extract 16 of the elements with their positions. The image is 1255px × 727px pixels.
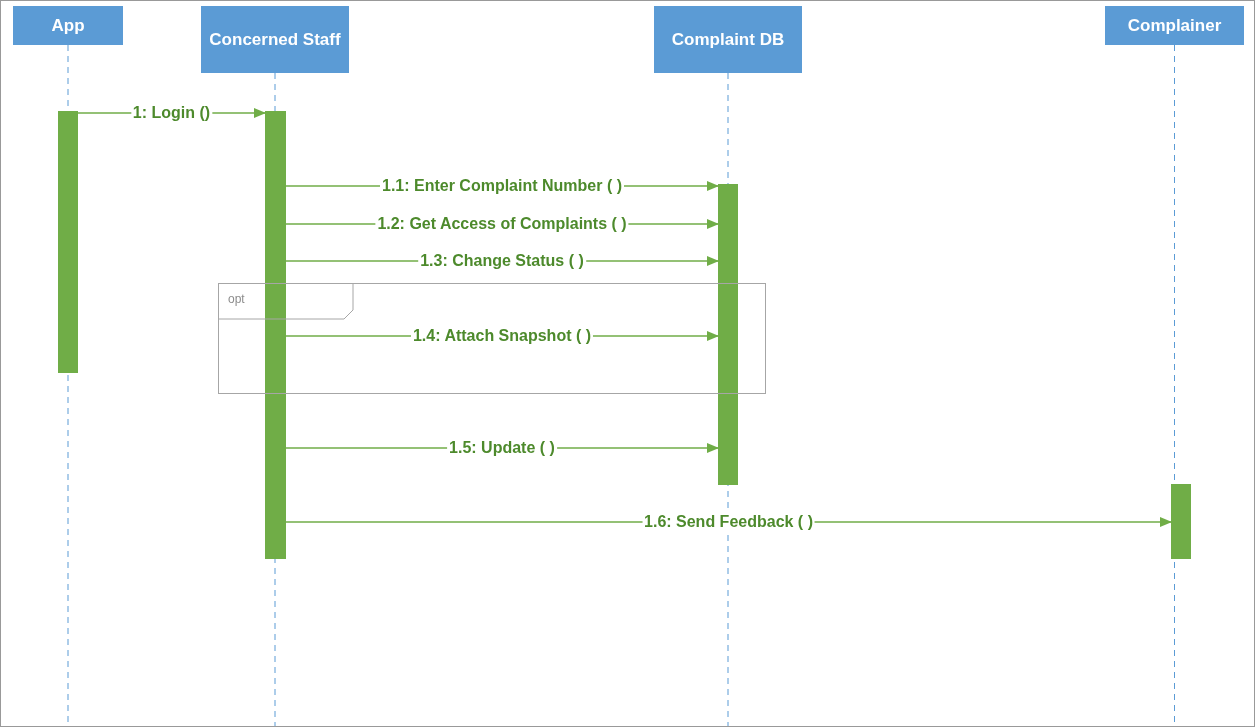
- participant-box: Concerned Staff: [201, 6, 349, 73]
- edge-label: 1.3: Change Status ( ): [418, 252, 586, 270]
- participant-box: App: [13, 6, 123, 45]
- edge-label: 1.4: Attach Snapshot ( ): [410, 327, 594, 345]
- edge-label: 1.5: Update ( ): [447, 439, 557, 457]
- participant-box: Complaint DB: [654, 6, 802, 73]
- activation-bar: [265, 111, 286, 559]
- activation-bar: [718, 184, 738, 485]
- activation-bar: [1171, 484, 1191, 559]
- edge-label: 1: Login (): [130, 104, 213, 122]
- fragment-label: opt: [228, 292, 245, 306]
- edge-label: 1.6: Send Feedback ( ): [642, 513, 815, 531]
- activation-bar: [58, 111, 78, 373]
- edge-label: 1.2: Get Access of Complaints ( ): [375, 215, 629, 233]
- edge-label: 1.1: Enter Complaint Number ( ): [380, 177, 624, 195]
- participant-box: Complainer: [1105, 6, 1244, 45]
